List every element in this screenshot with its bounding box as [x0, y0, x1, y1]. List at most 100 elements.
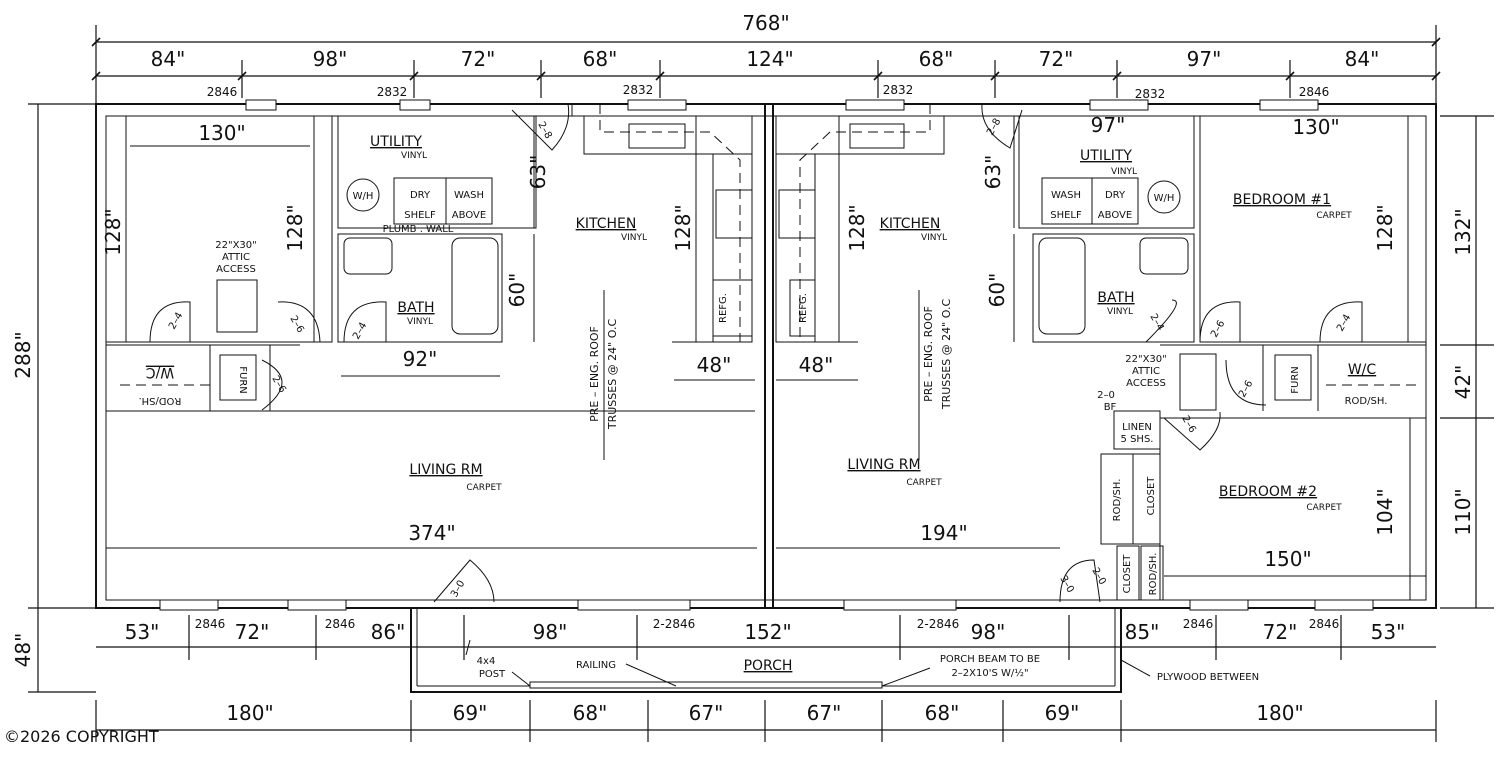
- door-tag: 2–4: [1147, 312, 1165, 333]
- living-label: LIVING RM: [847, 457, 920, 473]
- top-dim-5: 124": [746, 47, 793, 71]
- above: ABOVE: [1098, 210, 1132, 221]
- utility-finish: VINYL: [1111, 167, 1137, 177]
- counter-dim: 48": [799, 353, 834, 377]
- washer: WASH: [1051, 190, 1081, 201]
- washer: WASH: [454, 190, 484, 201]
- shelf: SHELF: [404, 210, 436, 221]
- bottom-dim: 152": [744, 620, 791, 644]
- upper-cabinets: [120, 104, 1420, 386]
- plywood-note: PLYWOOD BETWEEN: [1157, 672, 1259, 683]
- bottom-window-dimensions: 53" 72" 86" 98" 152" 98" 85" 72" 53": [125, 620, 1406, 644]
- furnace: FURN: [1290, 366, 1301, 394]
- top-window-tags: 2846 2832 2832 2832 2832 2846: [207, 83, 1330, 101]
- truss-note-2: TRUSSES @ 24" O.C: [606, 319, 619, 431]
- truss-note: PRE – ENG. ROOF: [922, 306, 935, 402]
- left-dim-48: 48": [11, 633, 35, 668]
- above: ABOVE: [452, 210, 486, 221]
- wc-label: W/C: [146, 364, 175, 380]
- living-finish: CARPET: [906, 478, 942, 488]
- windows: [159, 99, 1374, 689]
- utility-height: 63": [526, 155, 550, 190]
- overall-width: 768": [742, 11, 789, 35]
- dryer: DRY: [1105, 190, 1126, 201]
- room-dim-lines: [106, 116, 1426, 600]
- furnace: FURN: [237, 366, 248, 394]
- top-dim-7: 72": [1039, 47, 1074, 71]
- window-tag: 2-2846: [653, 617, 696, 631]
- door-tag: 2–4: [167, 311, 185, 332]
- right-dim-42: 42": [1451, 365, 1475, 400]
- top-dim-1: 84": [151, 47, 186, 71]
- bath-finish: VINYL: [407, 317, 433, 327]
- left-dim-288: 288": [11, 331, 35, 378]
- bottom-dim: 180": [226, 701, 273, 725]
- utility-height: 63": [981, 155, 1005, 190]
- window-tag: 2832: [1135, 87, 1166, 101]
- bottom-window-tags: 2846 2846 2-2846 2-2846 2846 2846: [195, 617, 1340, 631]
- bottom-dim: 68": [925, 701, 960, 725]
- door-tag: 2–6: [287, 314, 305, 335]
- living-finish: CARPET: [466, 483, 502, 493]
- top-dim-8: 97": [1187, 47, 1222, 71]
- bottom-dim: 98": [971, 620, 1006, 644]
- copyright: ©2026 COPYRIGHT: [4, 727, 159, 746]
- post-label-2: POST: [479, 669, 506, 680]
- linen-shelves: 5 SHS.: [1121, 434, 1154, 445]
- bottom-dim: 86": [371, 620, 406, 644]
- window-tag: 2846: [207, 85, 238, 99]
- left-bedroom-width: 130": [198, 121, 245, 145]
- closet-label-2: CLOSET: [1122, 554, 1133, 594]
- bottom-dim: 69": [1045, 701, 1080, 725]
- kitchen-height: 128": [671, 204, 695, 251]
- window-tag: 2846: [325, 617, 356, 631]
- dryer: DRY: [410, 190, 431, 201]
- window-tag: 2846: [1183, 617, 1214, 631]
- window-tag: 2846: [195, 617, 226, 631]
- bedroom-1-finish: CARPET: [1316, 211, 1352, 221]
- rod-shelf-wc: ROD/SH.: [1345, 396, 1388, 407]
- truss-note-2: TRUSSES @ 24" O.C: [940, 299, 953, 411]
- right-dim-132: 132": [1451, 208, 1475, 255]
- bedroom-2-label: BEDROOM #2: [1219, 484, 1317, 500]
- bath-width: 92": [403, 347, 438, 371]
- post-label: 4x4: [477, 656, 496, 667]
- water-heater: W/H: [353, 191, 374, 202]
- bottom-dimensions: 180" 69" 68" 67" 67" 68" 69" 180": [226, 701, 1303, 725]
- window-tag: 2832: [623, 83, 654, 97]
- attic-label: ATTIC: [1132, 366, 1160, 377]
- window-tag: 2846: [1309, 617, 1340, 631]
- rod-shelf-2: ROD/SH.: [1148, 553, 1159, 596]
- left-unit: 130" 128" 128" 22"X30" ATTIC ACCESS UTIL…: [101, 120, 731, 600]
- beam-note-2: 2–2X10'S W/½": [951, 667, 1028, 679]
- dimension-lines: [28, 25, 1494, 742]
- door-tag: 2–6: [1179, 414, 1197, 435]
- bath-finish: VINYL: [1107, 307, 1133, 317]
- bottom-dim: 67": [689, 701, 724, 725]
- porch: PORCH 4x4 POST RAILING PORCH BEAM TO BE …: [465, 639, 1259, 687]
- bottom-dim: 85": [1125, 620, 1160, 644]
- bath-height: 60": [505, 273, 529, 308]
- bottom-dim: 53": [1371, 620, 1406, 644]
- top-dim-2: 98": [313, 47, 348, 71]
- utility-width: 97": [1091, 113, 1126, 137]
- window-tag: 2832: [377, 85, 408, 99]
- bedroom-2-finish: CARPET: [1306, 503, 1342, 513]
- top-dim-9: 84": [1345, 47, 1380, 71]
- closet-label: CLOSET: [1146, 476, 1157, 516]
- rod-shelf: ROD/SH.: [1112, 479, 1123, 522]
- kitchen-label: KITCHEN: [576, 216, 637, 232]
- window-tag: 2846: [1299, 85, 1330, 99]
- linen-label: LINEN: [1122, 422, 1152, 433]
- right-dim-110: 110": [1451, 488, 1475, 535]
- bottom-dim: 69": [453, 701, 488, 725]
- wc-label: W/C: [1348, 362, 1377, 378]
- door-swings: [149, 103, 1363, 603]
- bottom-dim: 68": [573, 701, 608, 725]
- bath-label: BATH: [1097, 290, 1134, 306]
- attic-size: 22"X30": [215, 240, 257, 251]
- bifold-tag-2: BF: [1104, 402, 1117, 413]
- bedroom-2-width: 150": [1264, 547, 1311, 571]
- beam-note: PORCH BEAM TO BE: [940, 654, 1040, 665]
